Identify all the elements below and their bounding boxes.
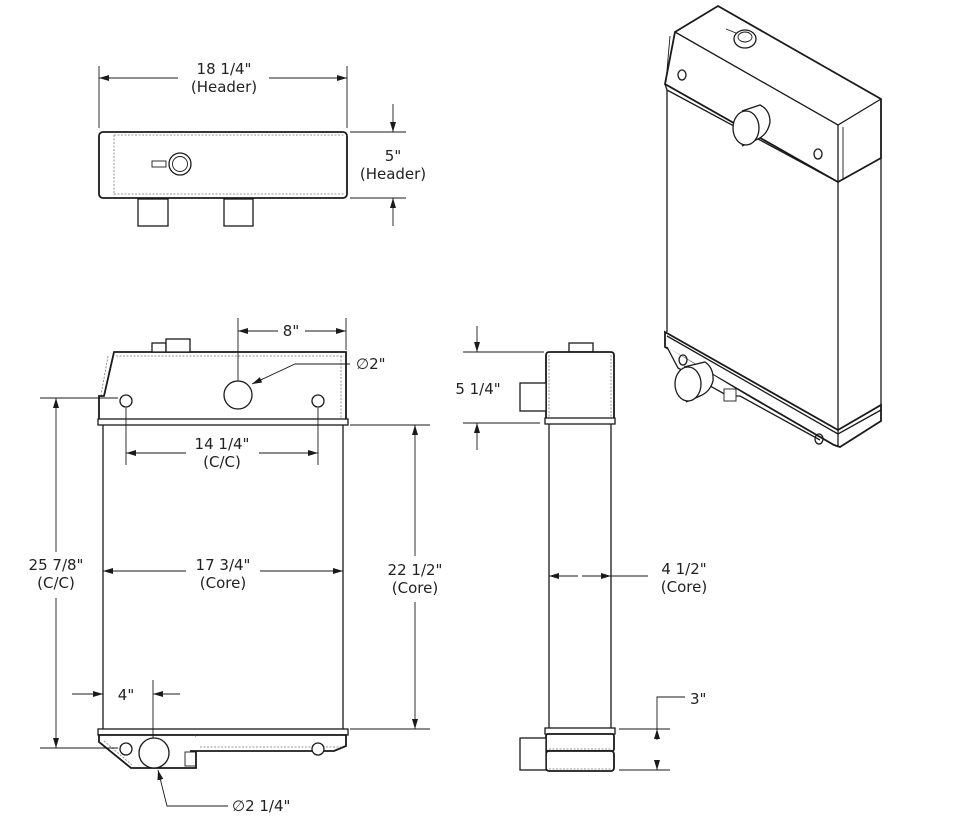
core-height-note: (Core) xyxy=(391,579,439,597)
core-height-value: 22 1/2" xyxy=(387,561,443,579)
core-width-note: (Core) xyxy=(199,574,247,592)
side-header-height-value: 5 1/4" xyxy=(455,380,501,398)
outlet-diameter-value: ∅2 1/4" xyxy=(232,797,291,815)
outlet-offset-value: 4" xyxy=(117,686,135,704)
outlet-diameter-label: ∅2 1/4" xyxy=(232,797,291,815)
header-depth-note: (Header) xyxy=(359,165,427,183)
header-width-label: 18 1/4" (Header) xyxy=(190,60,258,96)
front-view xyxy=(40,318,430,807)
core-depth-note: (Core) xyxy=(660,578,708,596)
core-width-value: 17 3/4" xyxy=(195,556,251,574)
inlet-diameter-label: ∅2" xyxy=(356,355,386,373)
core-depth-value: 4 1/2" xyxy=(661,560,707,578)
side-view xyxy=(463,326,685,772)
header-depth-label: 5" (Header) xyxy=(359,147,427,183)
header-width-note: (Header) xyxy=(190,78,258,96)
mount-holes-vertical-value: 25 7/8" xyxy=(28,556,84,574)
core-height-label: 22 1/2" (Core) xyxy=(387,561,443,597)
header-depth-value: 5" xyxy=(384,147,402,165)
mount-holes-top-note: (C/C) xyxy=(203,453,241,471)
mount-holes-top-value: 14 1/4" xyxy=(194,435,250,453)
mount-holes-vertical-note: (C/C) xyxy=(37,574,75,592)
top-view xyxy=(98,66,406,227)
core-depth-label: 4 1/2" (Core) xyxy=(660,560,708,596)
side-header-height-label: 5 1/4" xyxy=(455,380,501,398)
bottom-tank-height-label: 3" xyxy=(690,690,707,708)
inlet-offset-value: 8" xyxy=(282,322,300,340)
bottom-tank-height-value: 3" xyxy=(690,690,707,708)
mount-holes-top-label: 14 1/4" (C/C) xyxy=(194,435,250,471)
isometric-view xyxy=(663,4,882,448)
header-width-value: 18 1/4" xyxy=(196,60,252,78)
inlet-diameter-value: ∅2" xyxy=(356,355,386,373)
core-width-label: 17 3/4" (Core) xyxy=(195,556,251,592)
inlet-offset-label: 8" xyxy=(282,322,300,340)
outlet-offset-label: 4" xyxy=(117,686,135,704)
mount-holes-vertical-label: 25 7/8" (C/C) xyxy=(28,556,84,592)
